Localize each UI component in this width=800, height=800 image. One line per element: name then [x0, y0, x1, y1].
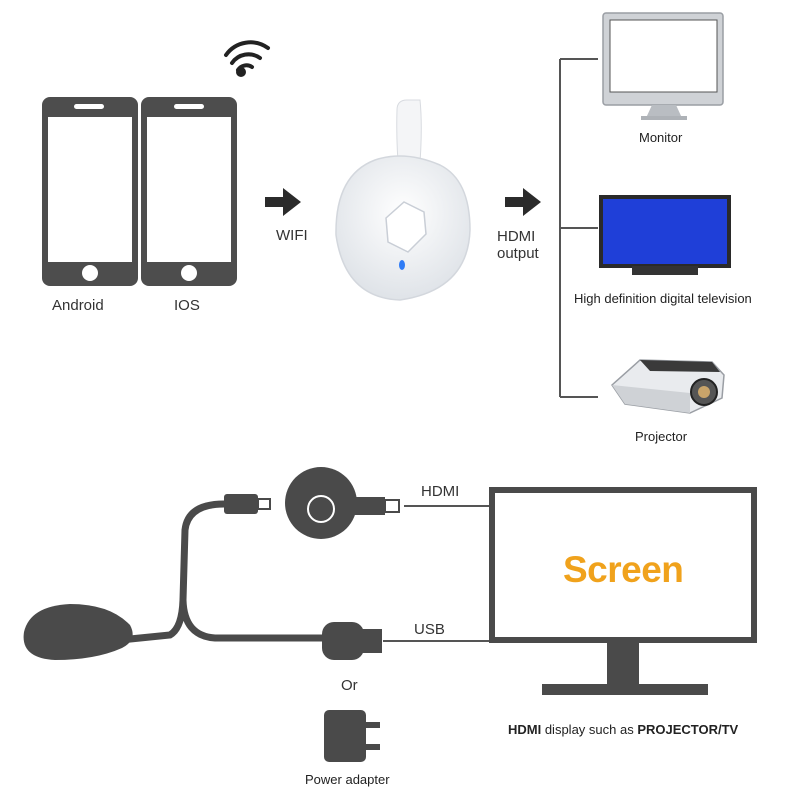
- android-phone: [42, 97, 138, 286]
- monitor-label: Monitor: [639, 130, 683, 145]
- output-bracket: [559, 58, 598, 398]
- wifi-icon: [224, 40, 270, 77]
- ios-label: IOS: [174, 297, 200, 314]
- power-adapter-label: Power adapter: [305, 772, 390, 787]
- hdmi-output-label-line1: HDMI: [497, 228, 536, 245]
- usb-plug: [322, 622, 382, 660]
- ios-phone: [141, 97, 237, 286]
- tv-label: High definition digital television: [574, 291, 752, 306]
- wireless-dongle: [335, 99, 471, 301]
- usb-connection-label: USB: [414, 621, 445, 638]
- android-label: Android: [52, 297, 104, 314]
- hdmi-output-arrow: [505, 188, 541, 216]
- caption-text: display such as: [541, 722, 638, 737]
- cable-weight: [23, 604, 133, 660]
- wifi-label: WIFI: [276, 227, 308, 244]
- television-icon: [599, 195, 731, 275]
- projector-icon: [611, 359, 725, 414]
- hdmi-connection-label: HDMI: [421, 483, 460, 500]
- display-caption: HDMI display such as PROJECTOR/TV: [508, 722, 738, 737]
- power-adapter-icon: [324, 710, 380, 762]
- hdmi-dongle: [285, 467, 400, 539]
- y-cable: [116, 500, 326, 644]
- projector-label: Projector: [635, 429, 688, 444]
- hdmi-output-label-line2: output: [497, 245, 539, 262]
- screen-display: [489, 487, 757, 695]
- caption-bold-hdmi: HDMI: [508, 722, 542, 737]
- or-label: Or: [341, 677, 358, 694]
- caption-bold-projector-tv: PROJECTOR/TV: [637, 722, 739, 737]
- wifi-arrow: [265, 188, 301, 216]
- screen-label: Screen: [563, 549, 684, 590]
- monitor-icon: [602, 12, 724, 120]
- micro-usb-plug: [224, 494, 271, 514]
